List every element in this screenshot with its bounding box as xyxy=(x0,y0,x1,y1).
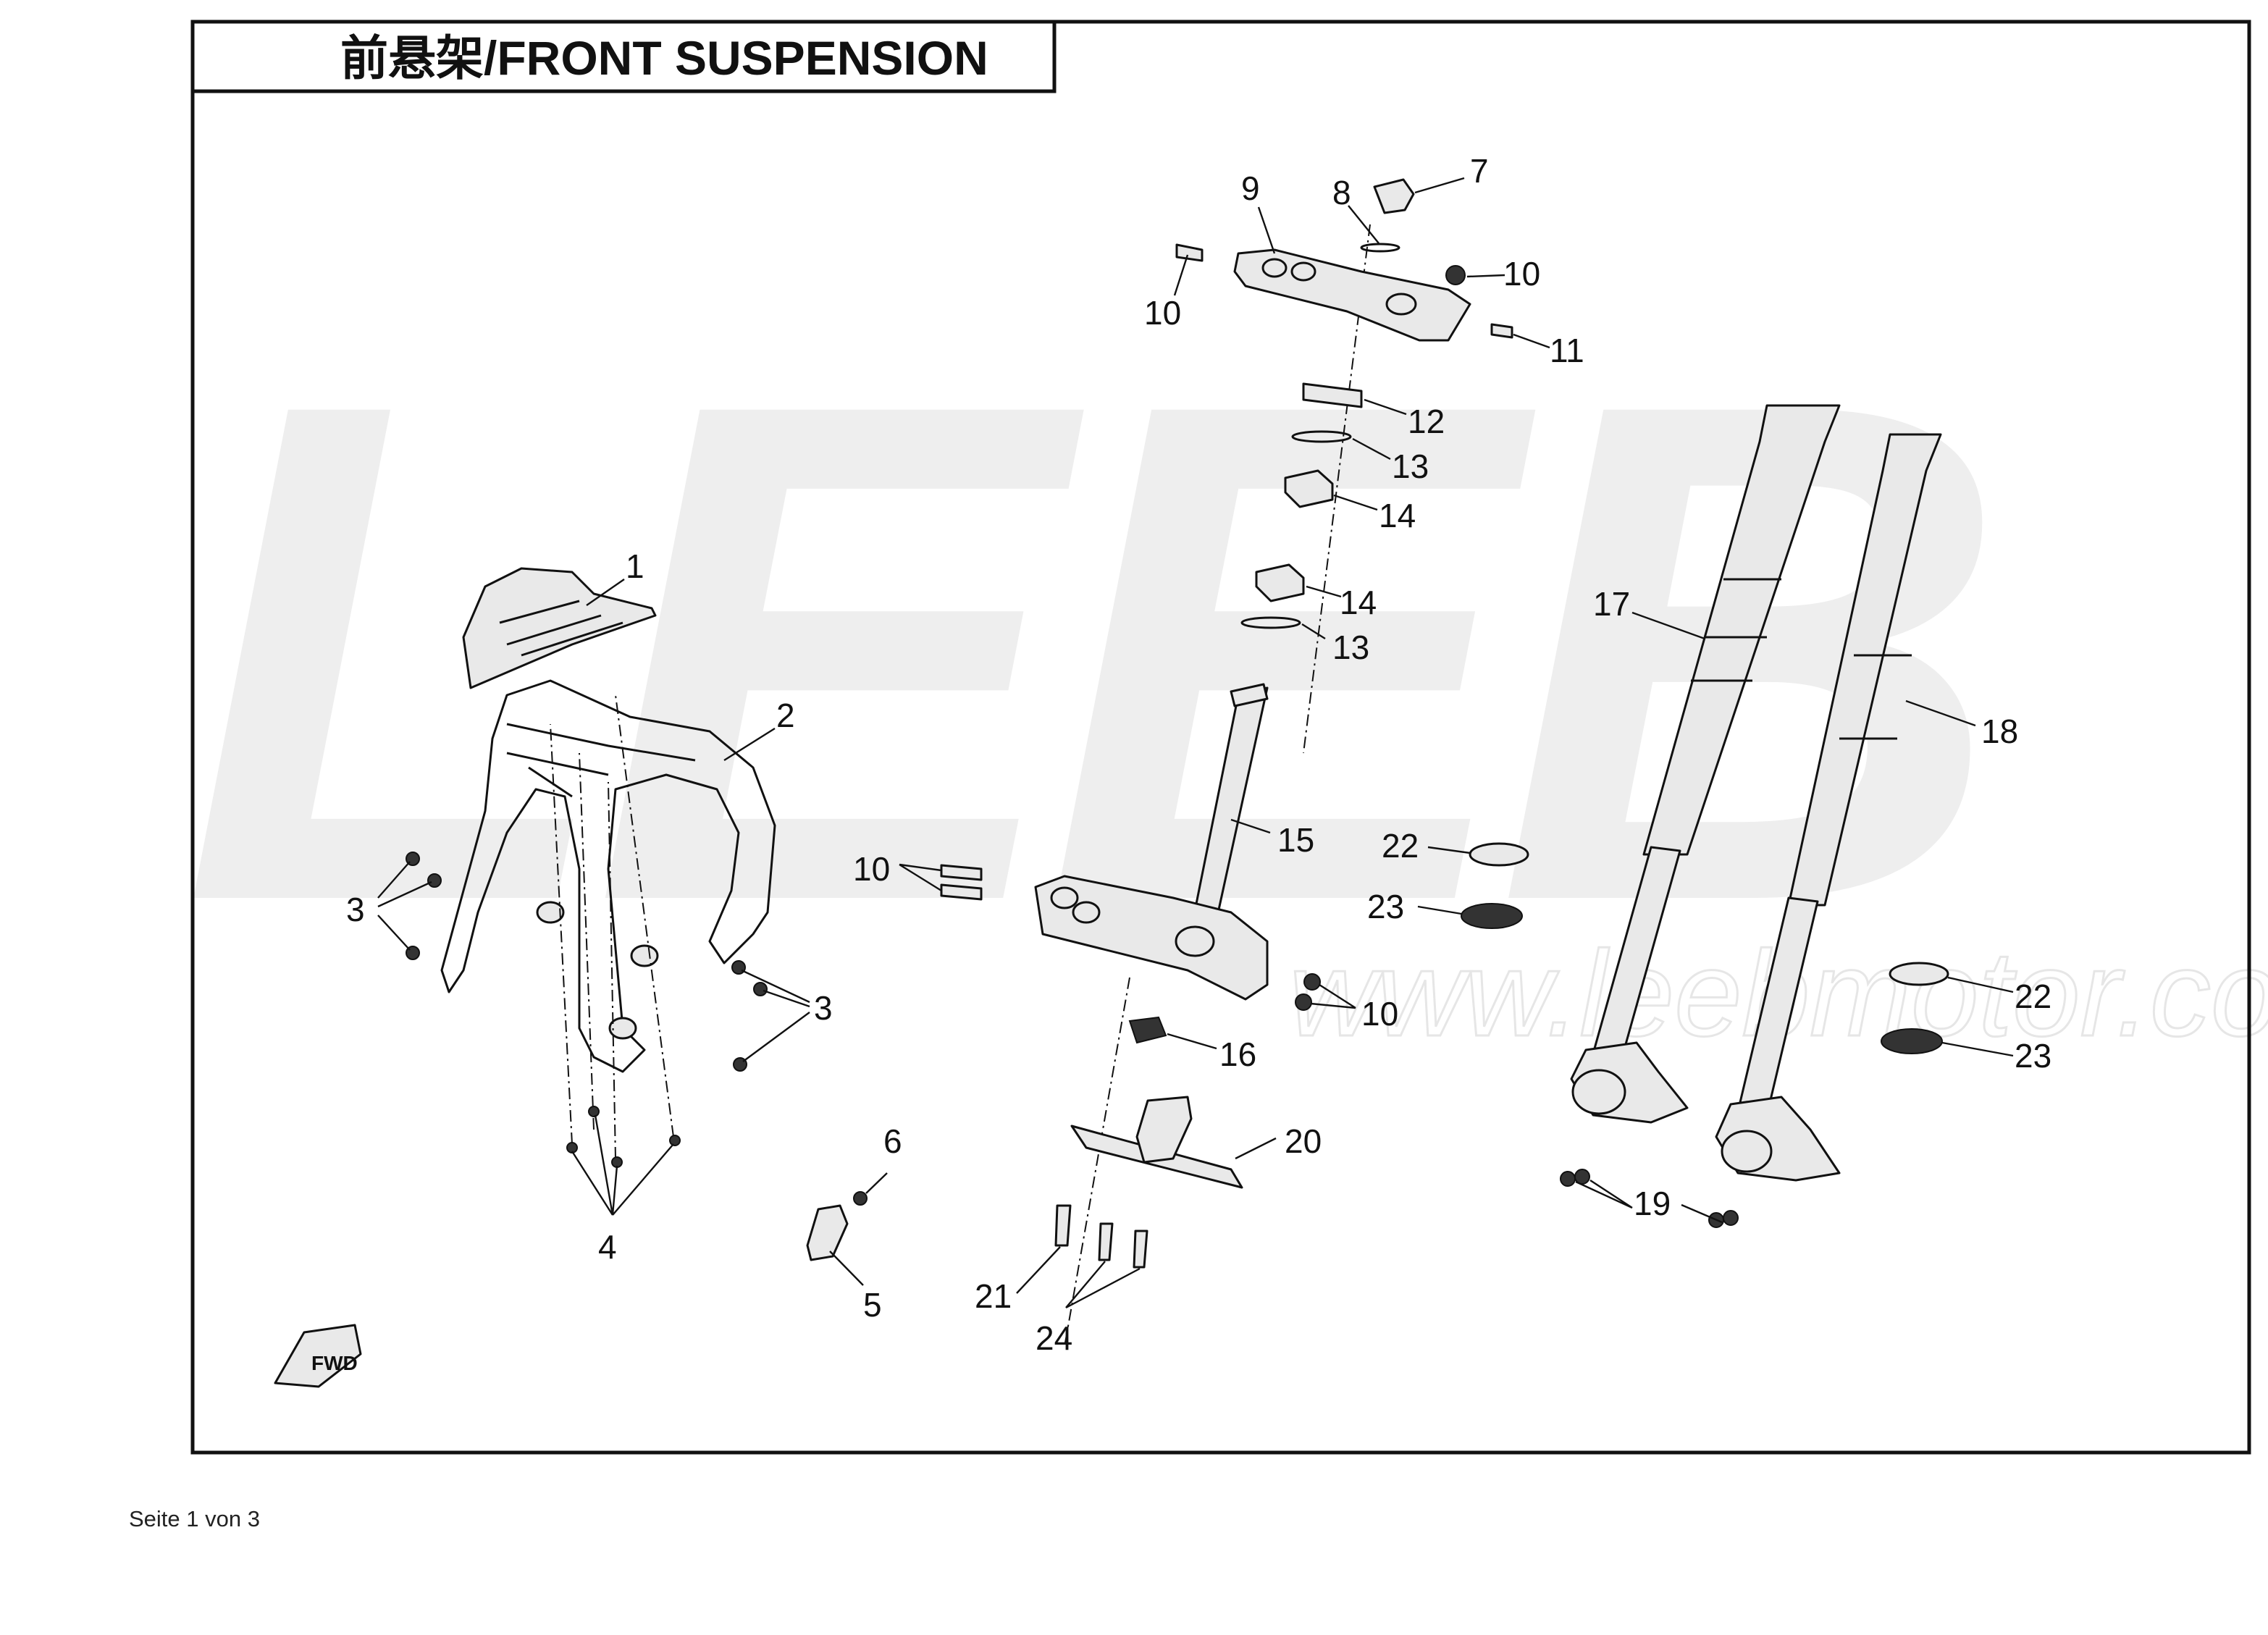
callout-15: 15 xyxy=(1277,821,1314,859)
callout-13-lower: 13 xyxy=(1332,629,1369,666)
callout-4: 4 xyxy=(598,1228,617,1266)
callout-18: 18 xyxy=(1981,713,2018,750)
part-16-stopper xyxy=(1128,1016,1167,1044)
part-21-bolt xyxy=(1054,1204,1072,1247)
leader-lines xyxy=(377,177,2014,1309)
callout-6: 6 xyxy=(883,1122,902,1160)
part-17-left-fork xyxy=(1570,404,1841,1124)
callout-22-right: 22 xyxy=(2015,978,2051,1015)
part-8-washer xyxy=(1360,243,1400,253)
callout-14-upper: 14 xyxy=(1379,497,1416,534)
part-18-right-fork xyxy=(1715,433,1942,1182)
callout-21: 21 xyxy=(975,1277,1012,1315)
title-box: 前悬架/FRONT SUSPENSION xyxy=(190,20,1057,93)
part-1-cowl xyxy=(462,567,657,689)
callout-22-left: 22 xyxy=(1382,827,1419,865)
callout-3-left: 3 xyxy=(346,891,365,928)
callout-14-lower: 14 xyxy=(1340,584,1377,621)
callout-17: 17 xyxy=(1593,585,1630,623)
callout-24: 24 xyxy=(1036,1319,1072,1357)
part-2-bracket xyxy=(440,679,776,1073)
stem-axis-upper xyxy=(1303,224,1371,754)
callout-1: 1 xyxy=(626,547,644,585)
callout-10-lower-left: 10 xyxy=(853,850,890,888)
part-14-bearings xyxy=(1255,469,1334,602)
callout-23-right: 23 xyxy=(2015,1037,2051,1075)
page-footer: Seite 1 von 3 xyxy=(129,1506,260,1531)
fwd-label: FWD xyxy=(311,1352,358,1374)
part-10-upper-bolts xyxy=(1175,243,1466,285)
direction-marker: FWD xyxy=(274,1324,362,1388)
callout-10-upper-right: 10 xyxy=(1503,255,1540,293)
callout-20: 20 xyxy=(1285,1122,1322,1160)
part-9-top-clamp xyxy=(1233,248,1471,342)
part-10-lower-bolts xyxy=(940,864,1321,1011)
part-22-seals xyxy=(1469,842,1949,986)
callout-19: 19 xyxy=(1634,1185,1671,1222)
callout-2: 2 xyxy=(776,697,795,734)
callout-8: 8 xyxy=(1332,174,1351,211)
part-13-seals xyxy=(1240,430,1352,629)
part-23-dust-caps xyxy=(1461,903,1943,1054)
callout-9: 9 xyxy=(1241,169,1260,207)
part-20-steering-damper xyxy=(1070,1096,1243,1189)
callout-23-left: 23 xyxy=(1367,888,1404,925)
lower-triple-clamp xyxy=(1034,875,1269,1001)
part-11-bolt xyxy=(1490,323,1513,339)
callout-10-upper-left: 10 xyxy=(1144,294,1181,332)
part-4-screws xyxy=(550,694,681,1168)
callout-11: 11 xyxy=(1550,332,1584,369)
part-12-nut xyxy=(1302,382,1363,408)
callout-7: 7 xyxy=(1470,152,1489,190)
part-6-bolt xyxy=(853,1191,868,1206)
callout-10-lower-right: 10 xyxy=(1361,995,1398,1033)
diagram-frame xyxy=(190,20,2251,1455)
callout-16: 16 xyxy=(1219,1035,1256,1073)
part-19-axle-bolts xyxy=(1560,1169,1739,1228)
callout-13-upper: 13 xyxy=(1392,447,1429,485)
part-5-clamp xyxy=(806,1204,849,1261)
page-title: 前悬架/FRONT SUSPENSION xyxy=(340,31,988,85)
part-24-bolts xyxy=(1098,1222,1148,1269)
callout-3-right: 3 xyxy=(814,989,833,1027)
callouts: 1 2 3 3 4 5 6 7 8 9 10 10 10 10 11 12 13… xyxy=(346,152,2051,1357)
callout-12: 12 xyxy=(1408,403,1445,440)
callout-5: 5 xyxy=(863,1286,882,1324)
part-7-nut xyxy=(1373,178,1415,214)
stem-axis-lower xyxy=(1064,977,1130,1348)
